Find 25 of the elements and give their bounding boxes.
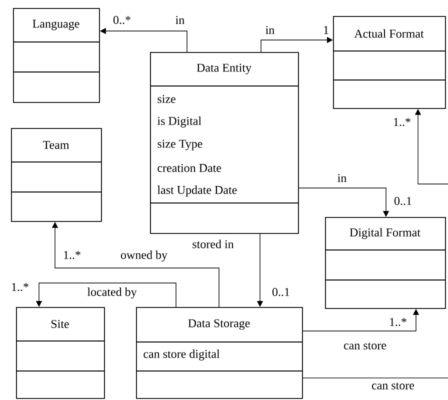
multiplicity-label: 1..* (12, 282, 28, 292)
edge-label: can store (370, 382, 416, 390)
arrow (260, 36, 333, 52)
class-box: Language (12, 8, 100, 103)
arrow (298, 188, 390, 217)
class-box: Team (10, 128, 102, 222)
multiplicity-label: 0..1 (272, 288, 290, 296)
edge-label: in (264, 25, 276, 35)
edge-label: can store (342, 342, 388, 350)
multiplicity-label: 1 (324, 26, 328, 34)
multiplicity-label: 1..* (394, 118, 410, 126)
multiplicity-label: 1..* (64, 250, 80, 260)
edge-label: in (336, 173, 348, 183)
edge-label: located by (86, 286, 138, 300)
edge-label: stored in (191, 238, 235, 250)
class-box: Data Entity size is Digital size Type creation Date last Update Date (150, 52, 299, 234)
multiplicity-label: 0..* (113, 16, 130, 24)
multiplicity-label: 0..1 (394, 196, 412, 206)
edge-label: in (174, 15, 186, 25)
edge-label: owned by (120, 250, 168, 262)
multiplicity-label: 1..* (390, 318, 406, 326)
class-box: Site (16, 307, 105, 399)
class-box: Digital Format (324, 217, 446, 309)
class-box: Data Storage can store digital (136, 307, 303, 399)
class-box: Actual Format (332, 16, 446, 109)
